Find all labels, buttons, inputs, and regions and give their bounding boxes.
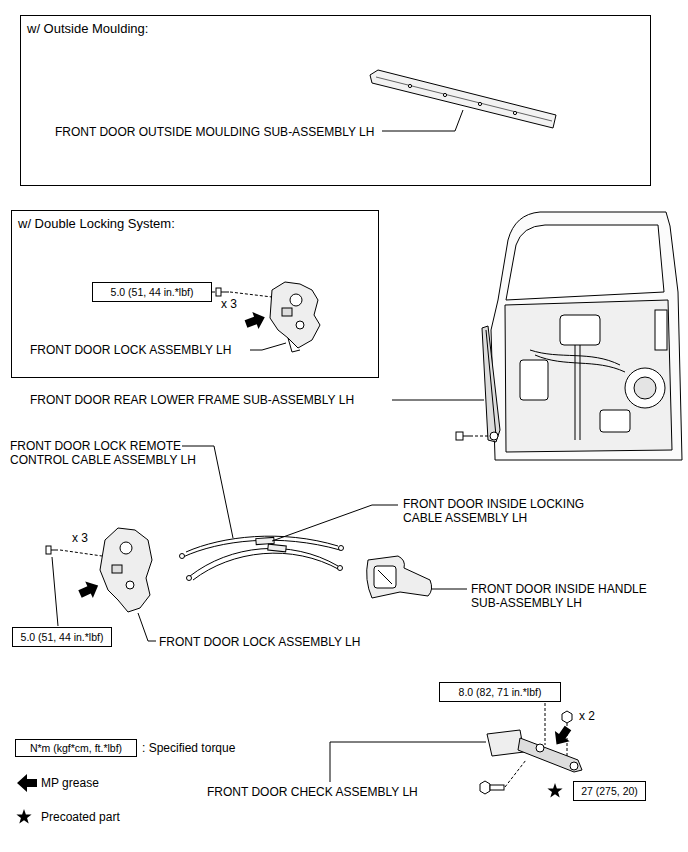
grease-arrow	[76, 577, 102, 602]
leader-line	[138, 613, 156, 641]
leader-line	[382, 110, 463, 131]
bolt	[456, 432, 470, 440]
dashed-line	[470, 436, 490, 437]
grease-arrow	[243, 309, 268, 333]
dashed-line	[545, 703, 546, 745]
torque-value: N*m (kgf*cm, ft.*lbf)	[30, 742, 122, 754]
option-frame: w/ Outside Moulding:	[20, 15, 651, 186]
torque-value: 27 (275, 20)	[581, 785, 638, 797]
outside-moulding	[370, 70, 556, 128]
dashed-line	[567, 723, 568, 758]
frame-heading: w/ Outside Moulding:	[27, 21, 148, 36]
screw	[46, 546, 58, 554]
dashed-line	[60, 550, 102, 556]
leader-line	[432, 589, 467, 590]
quantity-label: x 3	[72, 531, 88, 545]
grease-arrow	[17, 774, 37, 792]
part-label: FRONT DOOR INSIDE LOCKING CABLE ASSEMBLY…	[403, 497, 603, 525]
part-label: FRONT DOOR LOCK ASSEMBLY LH	[30, 343, 231, 357]
quantity-label: x 2	[579, 709, 595, 723]
nut	[562, 711, 572, 723]
leader-line	[250, 343, 286, 350]
front-door	[491, 212, 682, 460]
frame-heading: w/ Double Locking System:	[18, 216, 175, 231]
legend-text: MP grease	[41, 776, 99, 790]
leader-line	[272, 505, 398, 541]
part-label: FRONT DOOR INSIDE HANDLE SUB-ASSEMBLY LH	[471, 582, 671, 610]
cables	[180, 536, 344, 580]
grease-arrow	[549, 723, 575, 750]
part-label: FRONT DOOR LOCK ASSEMBLY LH	[159, 635, 360, 649]
door-lock-upper	[270, 282, 320, 352]
inside-handle	[367, 556, 432, 598]
part-label: FRONT DOOR OUTSIDE MOULDING SUB-ASSEMBLY…	[55, 125, 374, 139]
dashed-line	[505, 760, 526, 787]
torque-box: 5.0 (51, 44 in.*lbf)	[12, 627, 112, 647]
torque-box: 27 (275, 20)	[573, 781, 646, 801]
screw	[216, 288, 229, 296]
torque-value: 5.0 (51, 44 in.*lbf)	[111, 286, 194, 298]
torque-value: 8.0 (82, 71 in.*lbf)	[459, 686, 542, 698]
door-check	[487, 730, 582, 772]
legend-text: Precoated part	[41, 810, 120, 824]
precoat-star	[547, 783, 562, 797]
bolt	[480, 781, 504, 794]
part-label: FRONT DOOR REAR LOWER FRAME SUB-ASSEMBLY…	[30, 393, 354, 407]
rear-lower-frame	[482, 326, 500, 442]
door-lock-lower	[100, 528, 152, 612]
torque-box: 8.0 (82, 71 in.*lbf)	[439, 682, 561, 702]
part-label: FRONT DOOR LOCK REMOTE CONTROL CABLE ASS…	[10, 439, 210, 467]
part-label: FRONT DOOR CHECK ASSEMBLY LH	[207, 785, 418, 799]
torque-box: 5.0 (51, 44 in.*lbf)	[92, 282, 212, 302]
quantity-label: x 3	[221, 297, 237, 311]
leader-line	[330, 742, 486, 782]
dashed-line	[212, 292, 216, 293]
leader-line	[52, 557, 58, 626]
dashed-line	[230, 292, 272, 297]
torque-box: N*m (kgf*cm, ft.*lbf)	[15, 739, 137, 757]
leader-line	[392, 400, 484, 401]
precoat-star	[16, 809, 31, 823]
legend-text: : Specified torque	[142, 741, 235, 755]
torque-value: 5.0 (51, 44 in.*lbf)	[21, 631, 104, 643]
